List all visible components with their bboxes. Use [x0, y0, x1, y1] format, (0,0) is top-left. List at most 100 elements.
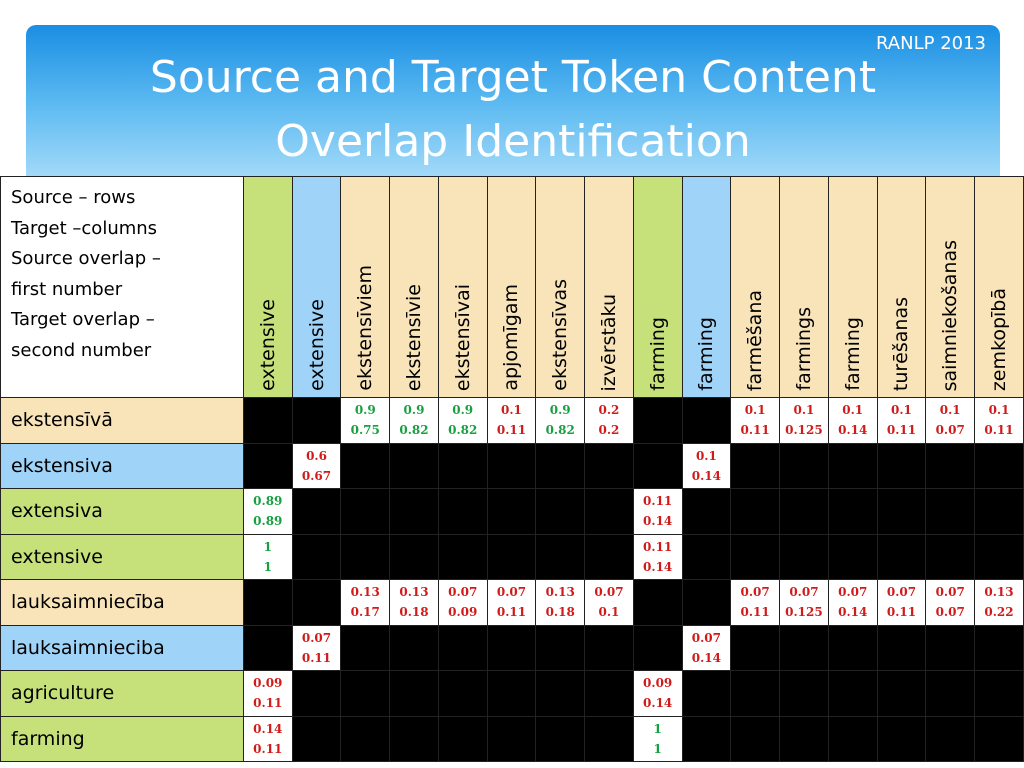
target-overlap-value: 0.09 [448, 605, 478, 620]
source-overlap-value: 0.1 [501, 403, 522, 418]
empty-cell [486, 488, 537, 535]
empty-cell [876, 624, 927, 671]
target-overlap-value: 0.11 [496, 605, 527, 620]
empty-cell [486, 624, 537, 671]
source-overlap-value: 0.1 [988, 403, 1010, 418]
source-overlap-value: 0.9 [354, 403, 376, 418]
title-line-1: Source and Target Token Content [149, 52, 877, 103]
legend-cell: Source – rows Target –columns Source ove… [0, 176, 244, 398]
empty-cell [291, 397, 342, 444]
empty-cell [437, 670, 488, 717]
empty-cell [535, 715, 586, 762]
empty-cell [974, 715, 1024, 762]
column-header-label: saimniekošanas [939, 239, 962, 391]
source-overlap-value: 0.07 [496, 585, 527, 600]
empty-cell [730, 715, 780, 762]
source-overlap-value: 0.07 [886, 585, 917, 600]
target-overlap-value: 0.14 [838, 605, 868, 620]
empty-cell [925, 442, 976, 489]
source-overlap-value: 0.6 [306, 448, 327, 463]
target-overlap-value: 0.14 [643, 559, 673, 574]
empty-cell [584, 533, 634, 580]
column-header: izvērstāku [584, 176, 634, 398]
empty-cell [389, 715, 439, 762]
empty-cell [291, 533, 342, 580]
column-header: farming [827, 176, 878, 398]
column-header-label: extensive [305, 299, 328, 391]
empty-cell [340, 624, 391, 671]
column-header-label: farmings [792, 307, 815, 391]
target-overlap-value: 0.22 [984, 605, 1014, 620]
source-overlap-value: 1 [263, 539, 272, 554]
overlap-value-cell: 0.6 0.67 [291, 442, 342, 489]
empty-cell [242, 579, 293, 626]
target-overlap-value: 0.17 [350, 605, 380, 620]
source-overlap-value: 0.13 [545, 585, 575, 600]
source-overlap-value: 0.07 [594, 585, 624, 600]
source-overlap-value: 0.13 [399, 585, 429, 600]
source-overlap-value: 0.07 [691, 630, 722, 645]
empty-cell [291, 488, 342, 535]
target-overlap-value: 0.82 [448, 423, 478, 438]
target-overlap-value: 0.125 [785, 605, 823, 620]
target-overlap-value: 0.07 [935, 423, 965, 438]
empty-cell [437, 533, 488, 580]
empty-cell [389, 670, 439, 717]
target-overlap-value: 0.14 [643, 696, 673, 711]
empty-cell [779, 442, 829, 489]
source-overlap-value: 0.14 [253, 721, 283, 736]
source-overlap-value: 0.13 [984, 585, 1014, 600]
empty-cell [779, 533, 829, 580]
target-overlap-value: 0.11 [253, 696, 283, 711]
source-overlap-value: 0.1 [744, 403, 766, 418]
empty-cell [681, 533, 732, 580]
empty-cell [291, 670, 342, 717]
empty-cell [535, 670, 586, 717]
empty-cell [876, 488, 927, 535]
column-header: farmings [779, 176, 829, 398]
target-overlap-value: 0.67 [301, 468, 332, 483]
empty-cell [730, 442, 780, 489]
target-overlap-value: 1 [653, 741, 662, 756]
empty-cell [925, 624, 976, 671]
source-overlap-value: 0.1 [891, 403, 912, 418]
empty-cell [827, 624, 878, 671]
empty-cell [242, 624, 293, 671]
empty-cell [827, 442, 878, 489]
empty-cell [681, 670, 732, 717]
row-header: lauksaimniecība [0, 579, 244, 626]
empty-cell [925, 670, 976, 717]
column-header-label: apjomīgam [500, 284, 523, 391]
empty-cell [584, 488, 634, 535]
source-overlap-value: 0.07 [301, 630, 332, 645]
empty-cell [535, 488, 586, 535]
column-header-label: farming [695, 317, 718, 391]
empty-cell [730, 624, 780, 671]
empty-cell [779, 488, 829, 535]
empty-cell [827, 670, 878, 717]
empty-cell [974, 624, 1024, 671]
source-overlap-value: 0.07 [789, 585, 819, 600]
empty-cell [974, 442, 1024, 489]
column-header-label: ekstensīviem [354, 265, 377, 391]
empty-cell [584, 715, 634, 762]
source-overlap-value: 0.1 [695, 448, 717, 463]
empty-cell [730, 488, 780, 535]
column-header: farming [632, 176, 683, 398]
